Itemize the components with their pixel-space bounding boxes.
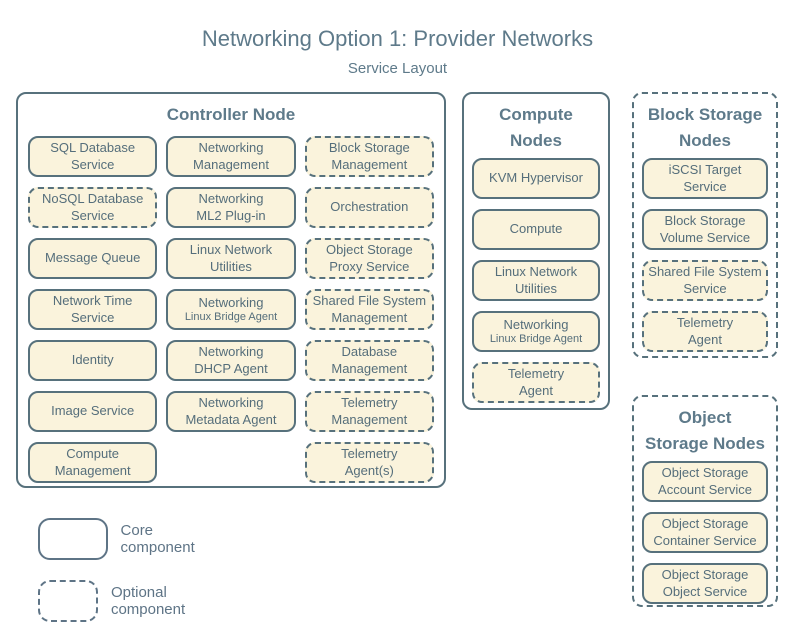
service-label: iSCSI Target Service: [668, 161, 742, 194]
block-storage-services-grid: iSCSI Target Service Block Storage Volum…: [634, 154, 776, 352]
service-label: Object Storage Account Service: [658, 464, 752, 497]
compute-nodes-title: Compute Nodes: [499, 105, 573, 150]
service-compute-management: Compute Management: [28, 442, 158, 483]
object-storage-nodes-panel: Object Storage Nodes Object Storage Acco…: [632, 395, 778, 607]
service-block-storage-volume: Block Storage Volume Service: [642, 209, 768, 250]
service-object-storage-container: Object Storage Container Service: [642, 512, 768, 553]
service-label: Networking Management: [193, 139, 269, 172]
compute-services-grid: KVM Hypervisor Compute Linux Network Uti…: [464, 154, 608, 403]
service-sql-database: SQL Database Service: [28, 136, 158, 177]
service-identity: Identity: [28, 340, 158, 381]
service-label: Message Queue: [44, 250, 141, 266]
service-label: Shared File System Service: [648, 263, 762, 296]
service-block-storage-management: Block Storage Management: [304, 136, 434, 177]
controller-node-panel: Controller Node SQL Database Service Net…: [16, 92, 446, 488]
service-object-storage-object: Object Storage Object Service: [642, 563, 768, 604]
service-sublabel: Linux Bridge Agent: [489, 333, 583, 346]
service-shared-file-system-service: Shared File System Service: [642, 260, 768, 301]
service-networking-linux-bridge-agent-controller: Networking Linux Bridge Agent: [166, 289, 296, 330]
object-storage-nodes-title: Object Storage Nodes: [645, 408, 765, 453]
service-label: NoSQL Database Service: [41, 190, 144, 223]
service-networking-management: Networking Management: [166, 136, 296, 177]
service-object-storage-account: Object Storage Account Service: [642, 461, 768, 502]
diagram-title: Networking Option 1: Provider Networks: [201, 26, 594, 51]
service-label: KVM Hypervisor: [489, 170, 583, 186]
service-label: Block Storage Management: [328, 139, 410, 172]
legend-core-swatch: [38, 518, 108, 560]
service-compute: Compute: [472, 209, 600, 250]
service-network-time: Network Time Service: [28, 289, 158, 330]
service-label: Networking Metadata Agent: [185, 394, 277, 427]
legend-core-label: Core component: [120, 522, 195, 556]
service-label: Image Service: [51, 403, 135, 419]
service-label: Orchestration: [330, 199, 409, 215]
service-label: Telemetry Agent: [676, 314, 734, 347]
service-telemetry-agents: Telemetry Agent(s): [304, 442, 434, 483]
object-storage-services-grid: Object Storage Account Service Object St…: [634, 457, 776, 604]
service-networking-ml2-plugin: Networking ML2 Plug-in: [166, 187, 296, 228]
service-label: Telemetry Agent: [507, 365, 565, 398]
service-label: Object Storage Object Service: [661, 566, 749, 599]
service-label: Network Time Service: [52, 292, 133, 325]
diagram-subtitle: Service Layout: [347, 60, 448, 77]
legend-optional-label: Optional component: [110, 584, 186, 618]
service-nosql-database: NoSQL Database Service: [28, 187, 158, 228]
service-message-queue: Message Queue: [28, 238, 158, 279]
service-iscsi-target: iSCSI Target Service: [642, 158, 768, 199]
service-linux-network-utilities-compute: Linux Network Utilities: [472, 260, 600, 301]
service-image-service: Image Service: [28, 391, 158, 432]
service-telemetry-agent-compute: Telemetry Agent: [472, 362, 600, 403]
legend-core-row: Core component: [38, 518, 210, 560]
service-label: Linux Network Utilities: [189, 241, 273, 274]
block-storage-nodes-title: Block Storage Nodes: [647, 105, 763, 150]
service-label: Shared File System Management: [312, 292, 427, 325]
service-label: Object Storage Proxy Service: [325, 241, 413, 274]
service-label: Telemetry Agent(s): [341, 445, 398, 478]
service-object-storage-proxy: Object Storage Proxy Service: [304, 238, 434, 279]
service-label: Networking DHCP Agent: [194, 343, 268, 376]
service-label: Compute Management: [54, 445, 131, 478]
service-label: Database Management: [331, 343, 408, 376]
service-database-management: Database Management: [304, 340, 434, 381]
service-label: Networking: [503, 316, 569, 332]
service-label: Networking ML2 Plug-in: [196, 190, 266, 223]
service-label: Linux Network Utilities: [494, 263, 578, 296]
service-shared-file-system-management: Shared File System Management: [304, 289, 434, 330]
service-orchestration: Orchestration: [304, 187, 434, 228]
service-kvm-hypervisor: KVM Hypervisor: [472, 158, 600, 199]
legend-optional-row: Optional component: [38, 580, 207, 622]
service-networking-dhcp-agent: Networking DHCP Agent: [166, 340, 296, 381]
legend-optional-swatch: [38, 580, 98, 622]
service-label: Compute: [509, 221, 563, 237]
empty-grid-cell: [166, 442, 295, 483]
service-label: Identity: [71, 352, 114, 368]
service-label: Object Storage Container Service: [653, 515, 757, 548]
compute-nodes-panel: Compute Nodes KVM Hypervisor Compute Lin…: [462, 92, 610, 410]
service-label: Networking: [198, 294, 264, 310]
service-networking-metadata-agent: Networking Metadata Agent: [166, 391, 296, 432]
block-storage-nodes-panel: Block Storage Nodes iSCSI Target Service…: [632, 92, 778, 358]
service-telemetry-management: Telemetry Management: [304, 391, 434, 432]
service-linux-network-utilities-controller: Linux Network Utilities: [166, 238, 296, 279]
service-telemetry-agent-block: Telemetry Agent: [642, 311, 768, 352]
controller-node-title: Controller Node: [166, 105, 296, 124]
service-networking-linux-bridge-agent-compute: Networking Linux Bridge Agent: [472, 311, 600, 352]
service-label: Block Storage Volume Service: [659, 212, 751, 245]
service-sublabel: Linux Bridge Agent: [184, 311, 278, 324]
service-label: Telemetry Management: [331, 394, 408, 427]
controller-services-grid: SQL Database Service Networking Manageme…: [18, 128, 444, 483]
service-label: SQL Database Service: [50, 139, 136, 172]
